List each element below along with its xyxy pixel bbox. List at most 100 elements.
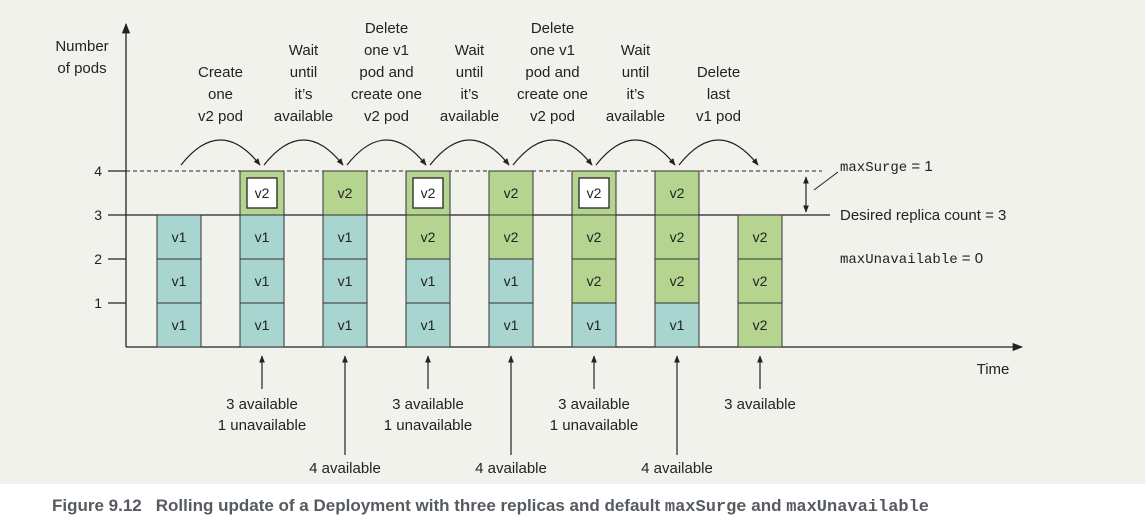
max-surge-value: = 1	[907, 158, 932, 175]
pod-label: v1	[338, 229, 353, 245]
pod-block	[156, 214, 202, 260]
pod-block	[654, 302, 700, 348]
step-arrow	[180, 139, 261, 166]
pod-label: v1	[670, 317, 685, 333]
pod-block	[571, 302, 617, 348]
pod-label: v1	[255, 229, 270, 245]
max-unavailable-code: maxUnavailable	[840, 252, 958, 268]
max-unavailable-value: = 0	[958, 250, 983, 267]
step-arrow	[263, 139, 344, 166]
step-arrow	[512, 139, 593, 166]
step-label: until	[622, 64, 650, 81]
pod-block	[654, 170, 700, 216]
step-label: Delete	[365, 20, 408, 37]
pod-label: v1	[421, 273, 436, 289]
pod-label: v1	[338, 317, 353, 333]
step-label: one	[208, 86, 233, 103]
pod-label: v2	[504, 185, 519, 201]
step-label: Create	[198, 64, 243, 81]
step-label: it’s	[626, 86, 644, 103]
pod-label: v2	[753, 317, 768, 333]
step-label: one v1	[364, 42, 409, 59]
step-label: v2 pod	[364, 108, 409, 125]
status-label: 3 available	[392, 396, 464, 413]
pod-label: v1	[172, 273, 187, 289]
pod-new-inner	[578, 177, 610, 209]
pod-label: v2	[421, 185, 436, 201]
pod-label: v1	[172, 317, 187, 333]
pod-label: v1	[421, 317, 436, 333]
step-label: until	[290, 64, 318, 81]
pod-block	[737, 302, 783, 348]
pod-block	[488, 170, 534, 216]
pod-block	[239, 302, 285, 348]
pod-label: v2	[670, 185, 685, 201]
pod-block	[488, 302, 534, 348]
pod-label: v2	[338, 185, 353, 201]
step-label: v2 pod	[198, 108, 243, 125]
max-surge-label: maxSurge = 1	[840, 158, 933, 176]
step-label: create one	[351, 86, 422, 103]
pod-label: v1	[504, 273, 519, 289]
figure-panel: v1 v1 v1 v1 v1 v1 v2 v1 v1 v1 v2 v1 v1 v2 v2 v1 v1 v2 v2 v1…	[0, 0, 1145, 484]
pod-block	[488, 258, 534, 304]
pod-block	[322, 302, 368, 348]
step-label: pod and	[359, 64, 413, 81]
step-label: it’s	[294, 86, 312, 103]
status-label: 3 available	[226, 396, 298, 413]
step-label: Delete	[697, 64, 740, 81]
step-arrow	[678, 139, 759, 166]
caption-figure-number: Figure 9.12	[52, 496, 142, 515]
y-axis-title: of pods	[57, 60, 106, 77]
pod-new-inner	[412, 177, 444, 209]
pod-block	[322, 170, 368, 216]
step-label: available	[274, 108, 333, 125]
rolling-update-diagram: v1 v1 v1 v1 v1 v1 v2 v1 v1 v1 v2 v1 v1 v2 v2 v1 v1 v2 v2 v1…	[55, 20, 1024, 477]
status-label: 3 available	[724, 396, 796, 413]
step-arrow	[429, 139, 510, 166]
pod-label: v2	[421, 229, 436, 245]
y-tick-label: 3	[94, 207, 102, 223]
status-label: 4 available	[641, 460, 713, 477]
pod-block	[654, 258, 700, 304]
pod-block	[322, 214, 368, 260]
pod-block	[737, 214, 783, 260]
step-label: Wait	[289, 42, 319, 59]
pod-block	[571, 214, 617, 260]
pod-block	[737, 258, 783, 304]
y-axis-title: Number	[55, 38, 108, 55]
status-label: 1 unavailable	[550, 417, 638, 434]
y-tick-label: 4	[94, 163, 102, 179]
pod-block	[156, 258, 202, 304]
caption-text-and: and	[746, 496, 787, 515]
x-axis-title: Time	[977, 361, 1010, 378]
pod-label: v1	[172, 229, 187, 245]
pod-label: v1	[587, 317, 602, 333]
y-tick-label: 2	[94, 251, 102, 267]
pod-label: v2	[587, 229, 602, 245]
pod-new-inner	[246, 177, 278, 209]
status-label: 4 available	[309, 460, 381, 477]
desired-replica-label: Desired replica count = 3	[840, 207, 1006, 224]
step-arrow	[346, 139, 427, 166]
pod-label: v2	[587, 273, 602, 289]
step-label: v2 pod	[530, 108, 575, 125]
caption-text: Rolling update of a Deployment with thre…	[155, 496, 665, 515]
pod-label: v1	[255, 273, 270, 289]
step-label: available	[606, 108, 665, 125]
pod-label: v2	[753, 229, 768, 245]
step-label: Wait	[455, 42, 485, 59]
step-label: v1 pod	[696, 108, 741, 125]
status-label: 1 unavailable	[218, 417, 306, 434]
step-label: last	[707, 86, 731, 103]
figure-caption: Figure 9.12 Rolling update of a Deploymen…	[52, 496, 929, 517]
pod-label: v2	[670, 229, 685, 245]
pod-block	[405, 258, 451, 304]
pod-label: v1	[255, 317, 270, 333]
step-label: available	[440, 108, 499, 125]
step-arrow	[595, 139, 676, 166]
pod-label: v2	[670, 273, 685, 289]
status-label: 1 unavailable	[384, 417, 472, 434]
step-label: Delete	[531, 20, 574, 37]
pod-label: v2	[504, 229, 519, 245]
